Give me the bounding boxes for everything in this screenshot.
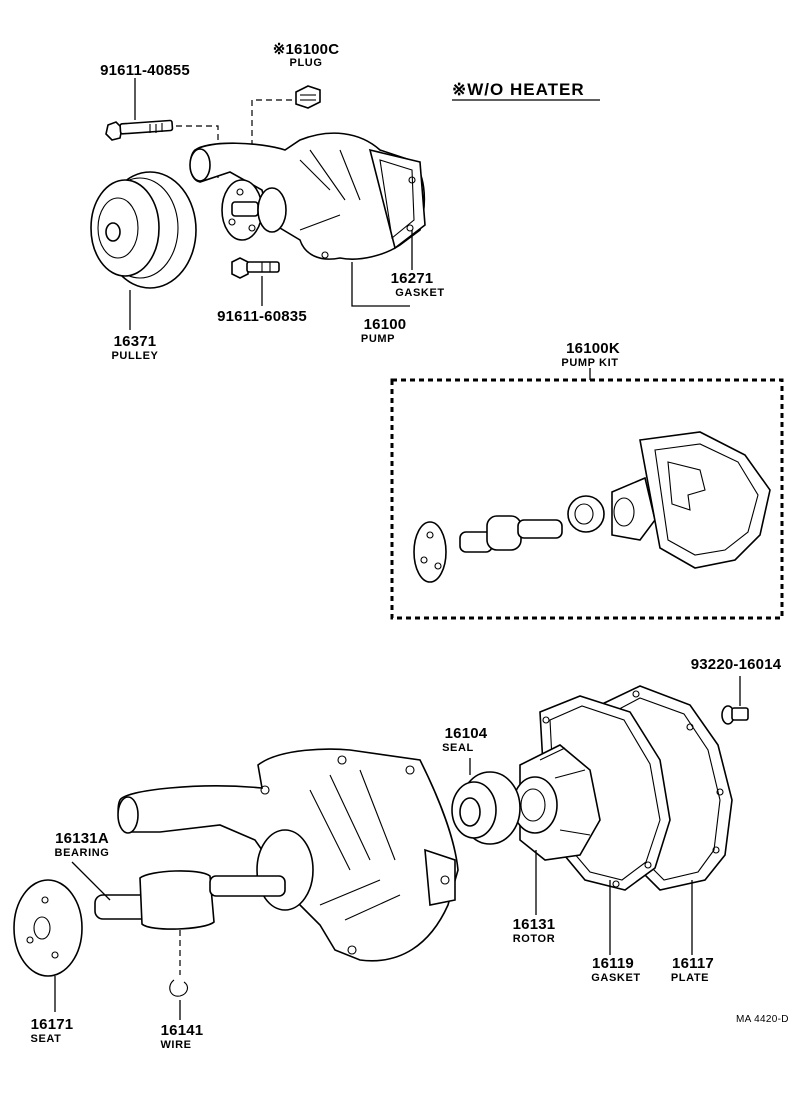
- gasket-part-number: 16119: [592, 955, 634, 972]
- seat-drawing: [13, 879, 83, 977]
- plug-drawing: [295, 85, 321, 109]
- rotor-part-name: ROTOR: [512, 933, 556, 945]
- gasket-top-part-name: GASKET: [395, 287, 445, 299]
- plate-part-name: PLATE: [670, 972, 710, 984]
- pump-part-name: PUMP: [360, 333, 396, 345]
- wire-part-number: 16141: [160, 1022, 204, 1039]
- pump-kit-part-name: PUMP KIT: [561, 357, 619, 369]
- wire-part-name: WIRE: [160, 1039, 192, 1051]
- gasket-part-name: GASKET: [591, 972, 641, 984]
- bolt-upper-part-number: 91611-40855: [100, 62, 190, 79]
- rotor-part-number: 16131: [512, 916, 556, 933]
- seat-part-number: 16171: [30, 1016, 74, 1033]
- pump-kit-part-number: 16100K: [566, 340, 620, 357]
- pump-part-number: 16100: [363, 316, 407, 333]
- plug-part-name: PLUG: [289, 57, 323, 69]
- seal-part-number: 16104: [444, 725, 488, 742]
- plate-part-number: 16117: [672, 955, 714, 972]
- pulley-drawing: [90, 171, 197, 289]
- seat-part-name: SEAT: [30, 1033, 62, 1045]
- pulley-part-name: PULLEY: [111, 350, 159, 362]
- screw-part-number: 93220-16014: [690, 656, 782, 673]
- pump-top-drawing: [189, 132, 426, 260]
- pump-lower-drawing: [117, 748, 459, 962]
- gasket-top-part-number: 16271: [390, 270, 434, 287]
- bolt-upper-drawing: [105, 119, 174, 141]
- bearing-part-number: 16131A: [55, 830, 109, 847]
- footer-reference: MA 4420-D: [736, 1014, 789, 1025]
- plug-part-number: ※16100C: [272, 41, 340, 58]
- bearing-part-name: BEARING: [54, 847, 110, 859]
- wire-drawing: [169, 979, 189, 997]
- pump-kit-drawing: [413, 431, 771, 583]
- bolt-lower-drawing: [231, 257, 280, 279]
- screw-drawing: [721, 705, 749, 725]
- seal-part-name: SEAL: [442, 742, 474, 754]
- seal-drawing: [451, 771, 521, 845]
- pulley-part-number: 16371: [113, 333, 157, 350]
- bolt-lower-part-number: 91611-60835: [217, 308, 307, 325]
- bearing-drawing: [94, 870, 286, 930]
- rotor-drawing: [512, 744, 601, 861]
- heater-note: ※W/O HEATER: [452, 80, 585, 99]
